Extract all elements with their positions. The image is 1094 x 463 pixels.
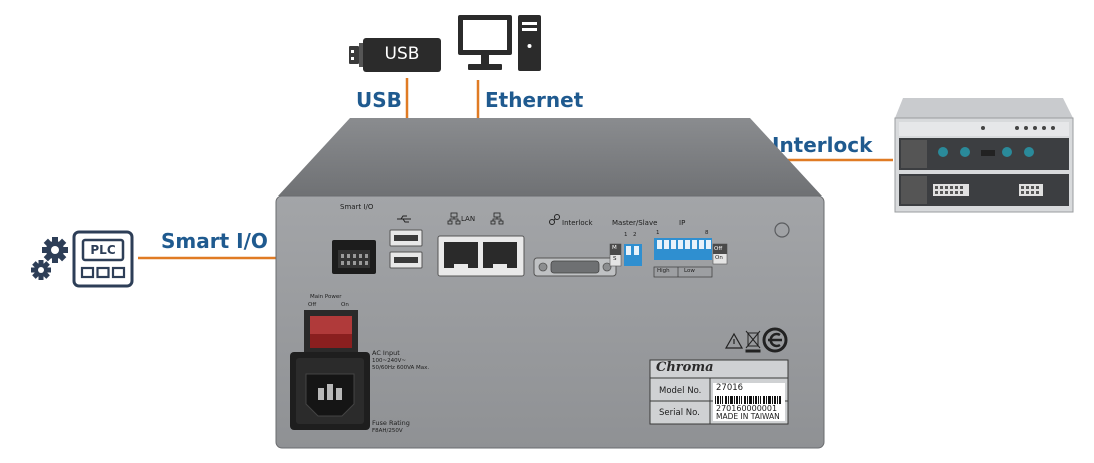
computer-icon — [458, 15, 541, 71]
serial-no-value: 270160000001 — [716, 404, 778, 413]
plc-label: PLC — [90, 243, 116, 257]
ip-label: IP — [679, 219, 686, 227]
power-on-label: On — [341, 302, 349, 308]
usb-stick-label: USB — [384, 44, 420, 64]
master-slave-label: Master/Slave — [612, 219, 658, 227]
lan-port-label: LAN — [461, 215, 476, 223]
interlock-callout-label: Interlock — [772, 133, 873, 157]
usb-callout-label: USB — [356, 88, 402, 112]
ip-pos-1: 1 — [656, 230, 660, 236]
ip-high-label: High — [657, 268, 670, 274]
ip-pos-8: 8 — [705, 230, 709, 236]
ms-pos-2: 2 — [633, 232, 637, 238]
ac-frequency-label: 50/60Hz 600VA Max. — [372, 365, 430, 371]
power-off-label: Off — [308, 302, 317, 308]
usb-stick-icon — [349, 38, 441, 72]
ms-m-label: M — [612, 245, 617, 251]
interlock-port-label: Interlock — [562, 219, 593, 227]
device-chassis — [275, 118, 825, 449]
nameplate-brand: Chroma — [656, 360, 714, 375]
serial-no-label: Serial No. — [659, 408, 700, 418]
interlock-tester-device — [894, 98, 1074, 213]
ip-low-label: Low — [684, 268, 695, 274]
ethernet-callout-label: Ethernet — [485, 88, 584, 112]
model-no-label: Model No. — [659, 386, 702, 396]
made-in-label: MADE IN TAIWAN — [716, 412, 780, 421]
ac-input-label: AC Input — [372, 349, 400, 357]
main-power-label: Main Power — [310, 294, 342, 300]
ac-voltage-label: 100~240V~ — [372, 358, 406, 364]
smart-io-callout-label: Smart I/O — [161, 229, 268, 253]
ms-s-label: S — [613, 256, 617, 262]
ip-off-label: Off — [714, 246, 723, 252]
smart-io-port-label: Smart I/O — [340, 203, 374, 211]
fuse-rating-label: Fuse Rating — [372, 419, 410, 427]
plc-icon — [72, 230, 134, 288]
gears-icon — [31, 237, 68, 280]
fuse-value-label: F8AH/250V — [372, 428, 403, 434]
ms-pos-1: 1 — [624, 232, 628, 238]
model-no-value: 27016 — [716, 383, 744, 393]
ip-on-label: On — [715, 255, 723, 261]
